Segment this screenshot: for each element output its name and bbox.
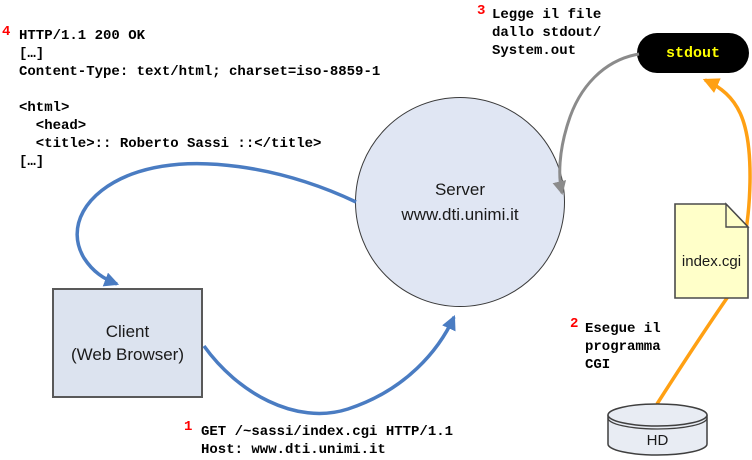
stdout-node: stdout [637,33,749,73]
client-node: Client (Web Browser) [52,288,203,398]
client-label: Client (Web Browser) [70,322,185,364]
step-2-text: Esegue il programma CGI [585,321,661,373]
step-3-text: Legge il file dallo stdout/ System.out [492,7,602,59]
stdout-label: stdout [665,44,720,62]
step-2-number: 2 [570,316,579,332]
step-1-number: 1 [184,419,193,435]
hd-label: HD [646,432,669,449]
step-1-request-text: GET /~sassi/index.cgi HTTP/1.1 Host: www… [201,424,454,458]
server-label: Server www.dti.unimi.it [401,180,519,224]
file-label: index.cgi [681,253,742,270]
step-3-number: 3 [477,3,486,19]
step-4-http-response-text: HTTP/1.1 200 OK […] Content-Type: text/h… [19,28,381,170]
step-4-number: 4 [2,24,11,40]
server-node: Server www.dti.unimi.it [355,97,565,307]
